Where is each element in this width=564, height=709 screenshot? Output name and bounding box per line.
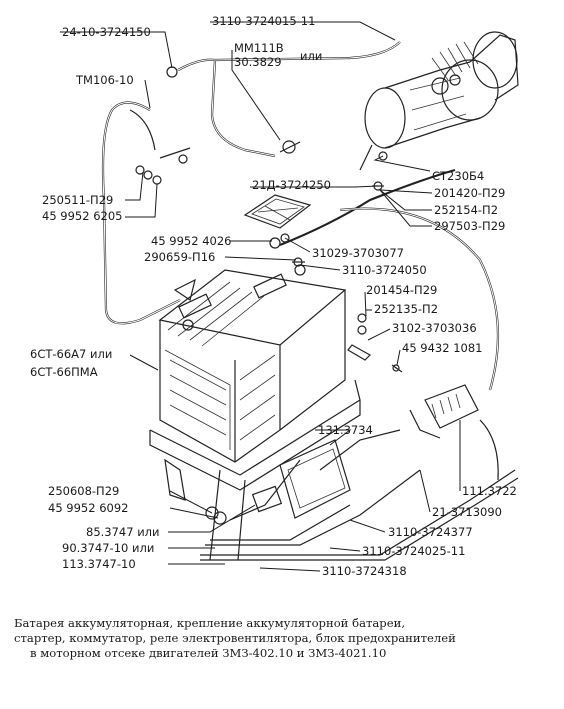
label-3110-3724377: 3110-3724377: [388, 525, 473, 539]
label-6st-66a7-or: 6СТ-66А7 или: [30, 347, 112, 361]
starter-motor-drawing: [359, 31, 519, 171]
label-or-1: или: [300, 49, 322, 63]
caption-line-2: стартер, коммутатор, реле электровентиля…: [14, 631, 456, 645]
label-30-3829: 30.3829: [234, 55, 282, 69]
label-297503-p29: 297503-П29: [434, 219, 505, 233]
label-mm111b: MM111B: [234, 41, 284, 55]
figure-caption: Батарея аккумуляторная, крепление аккуму…: [14, 616, 554, 661]
label-24-10-3724150: 24-10-3724150: [62, 25, 151, 39]
label-tm106-10: ТМ106-10: [75, 73, 134, 87]
label-3110-3724025-11: 3110-3724025-11: [362, 544, 465, 558]
caption-line-3: в моторном отсеке двигателей ЗМЗ-402.10 …: [30, 646, 387, 660]
parts-diagram: 24-10-3724150 3110-3724015-11 MM111B или…: [30, 14, 519, 578]
battery-drawing: [149, 264, 361, 501]
caption-line-1: Батарея аккумуляторная, крепление аккуму…: [14, 616, 406, 630]
label-3110-3724050: 3110-3724050: [342, 263, 427, 277]
label-252135-p2: 252135-П2: [374, 302, 438, 316]
part-labels: 24-10-3724150 3110-3724015-11 MM111B или…: [30, 14, 517, 578]
cable-runs: [101, 41, 519, 561]
label-90-3747-10-or: 90.3747-10 или: [62, 541, 154, 555]
label-45-9952-6205: 45 9952 6205: [42, 209, 122, 223]
label-31029-3703077: 31029-3703077: [312, 246, 404, 260]
label-252154-p2: 252154-П2: [434, 203, 498, 217]
label-201454-p29: 201454-П29: [366, 283, 437, 297]
label-131-3734: 131.3734: [318, 423, 373, 437]
label-45-9952-6092: 45 9952 6092: [48, 501, 128, 515]
label-201420-p29: 201420-П29: [434, 186, 505, 200]
label-3102-3703036: 3102-3703036: [392, 321, 477, 335]
label-45-9952-4026: 45 9952 4026: [151, 234, 231, 248]
label-6st-66pma: 6СТ-66ПМА: [30, 365, 98, 379]
label-21d-3724250: 21Д-3724250: [252, 178, 331, 192]
label-3110-3724318: 3110-3724318: [322, 564, 407, 578]
label-290659-p16: 290659-П16: [144, 250, 215, 264]
label-85-3747-or: 85.3747 или: [86, 525, 160, 539]
clamp-plate-drawing: [135, 66, 479, 525]
label-250608-p29: 250608-П29: [48, 484, 119, 498]
label-45-9432-1081: 45 9432 1081: [402, 341, 482, 355]
label-3110-3724015-11: 3110-3724015-11: [212, 14, 315, 28]
label-250511-p29: 250511-П29: [42, 193, 113, 207]
label-111-3722: 111.3722: [462, 484, 517, 498]
label-21-3713090: 21-3713090: [432, 505, 502, 519]
label-113-3747-10: 113.3747-10: [62, 557, 136, 571]
leader-lines: [60, 21, 461, 572]
label-st230b4: СТ230Б4: [432, 169, 484, 183]
